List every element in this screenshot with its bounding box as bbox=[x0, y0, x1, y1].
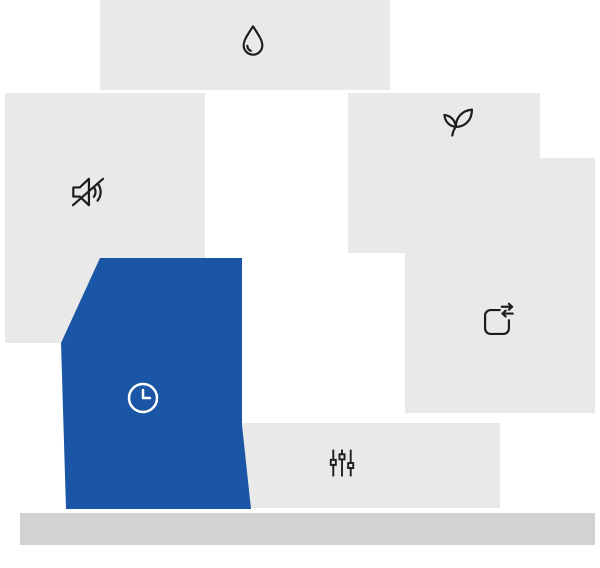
device-sync-arrows-icon bbox=[475, 300, 519, 344]
tile-connect[interactable] bbox=[405, 158, 595, 413]
speaker-muted-icon bbox=[66, 170, 110, 214]
tile-timer[interactable] bbox=[50, 253, 260, 513]
leaf-icon bbox=[436, 97, 480, 141]
tile-water[interactable] bbox=[100, 0, 390, 90]
tile-settings[interactable] bbox=[210, 423, 500, 508]
water-drop-icon bbox=[233, 21, 273, 61]
footer-bar bbox=[20, 513, 595, 545]
sliders-icon bbox=[323, 444, 361, 482]
clock-icon bbox=[123, 378, 163, 418]
